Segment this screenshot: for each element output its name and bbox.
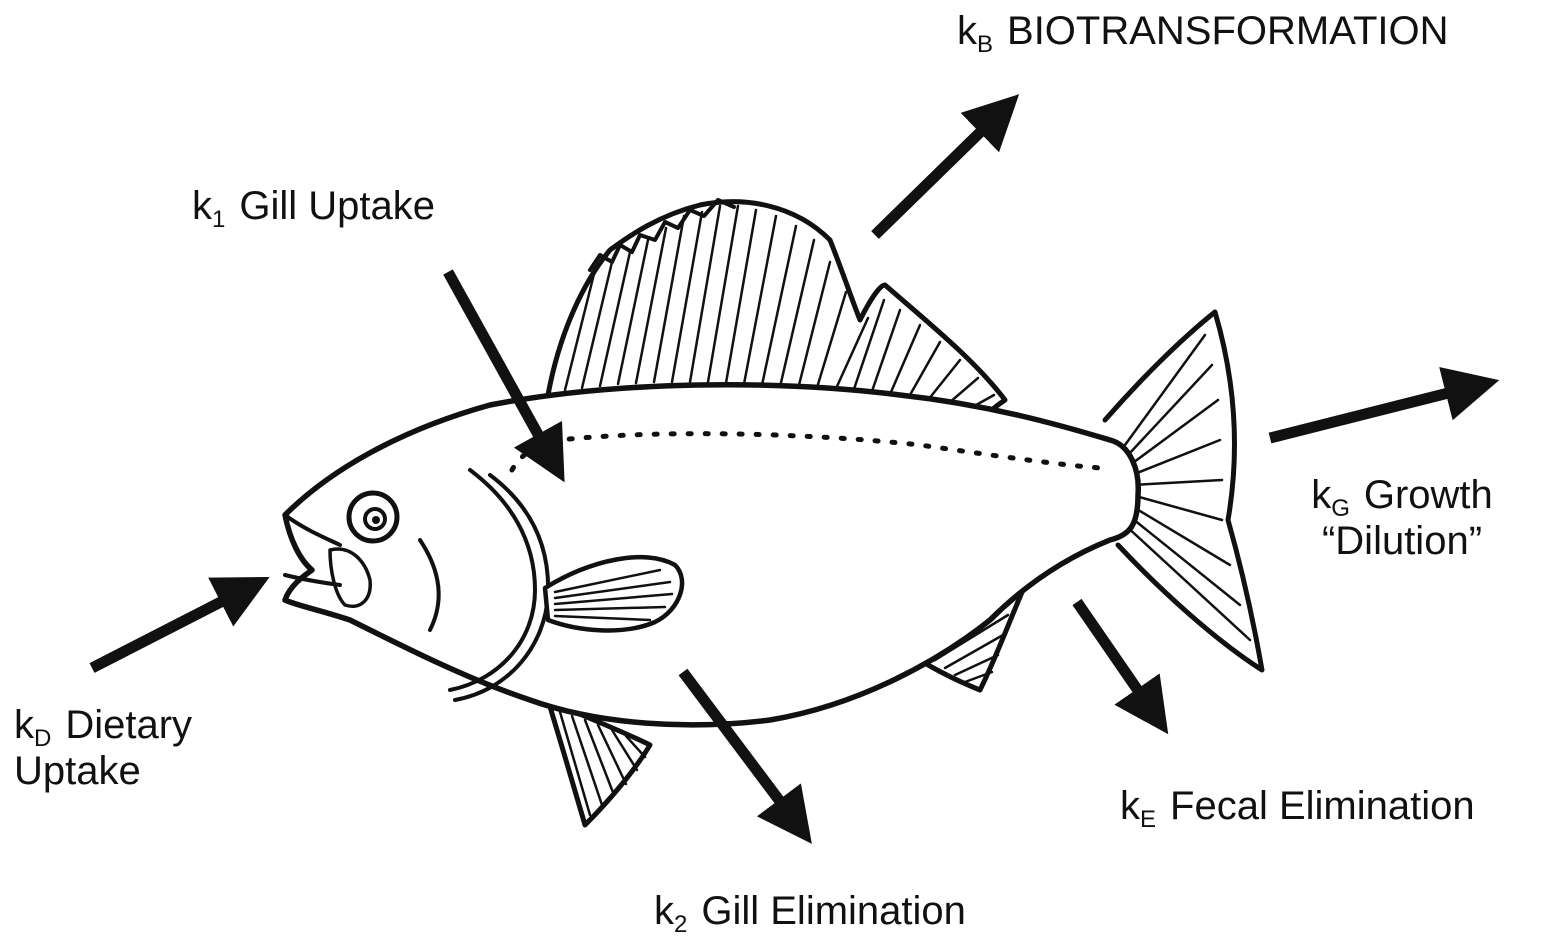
label-gill-uptake-k: k (192, 184, 212, 228)
fish-illustration (285, 200, 1262, 825)
arrow-dietary-uptake (92, 586, 252, 668)
label-biotransformation-k: k (957, 9, 977, 53)
label-fecal-sub: E (1140, 806, 1156, 833)
arrow-growth (1270, 385, 1480, 438)
label-dietary-line2: Uptake (14, 748, 192, 794)
label-biotransformation-text: BIOTRANSFORMATION (1007, 9, 1448, 53)
label-fecal-k: k (1120, 784, 1140, 828)
label-gill-uptake-text: Gill Uptake (239, 184, 435, 228)
label-growth-text: Growth (1364, 473, 1493, 517)
arrow-fecal-elimination (1077, 602, 1157, 718)
label-dietary-text: Dietary (65, 703, 192, 747)
label-dietary-k: k (14, 703, 34, 747)
label-gill-elimination-sub: 2 (674, 911, 687, 938)
label-gill-elimination-text: Gill Elimination (701, 889, 966, 933)
label-fecal-text: Fecal Elimination (1170, 784, 1475, 828)
fish-body (285, 385, 1138, 725)
label-growth-k: k (1311, 473, 1331, 517)
label-growth-line2: “Dilution” (1286, 518, 1518, 564)
label-gill-elimination-k: k (654, 889, 674, 933)
arrow-biotransformation (875, 108, 1005, 235)
label-gill-uptake-sub: 1 (212, 206, 225, 233)
label-biotransformation-sub: B (977, 31, 993, 58)
